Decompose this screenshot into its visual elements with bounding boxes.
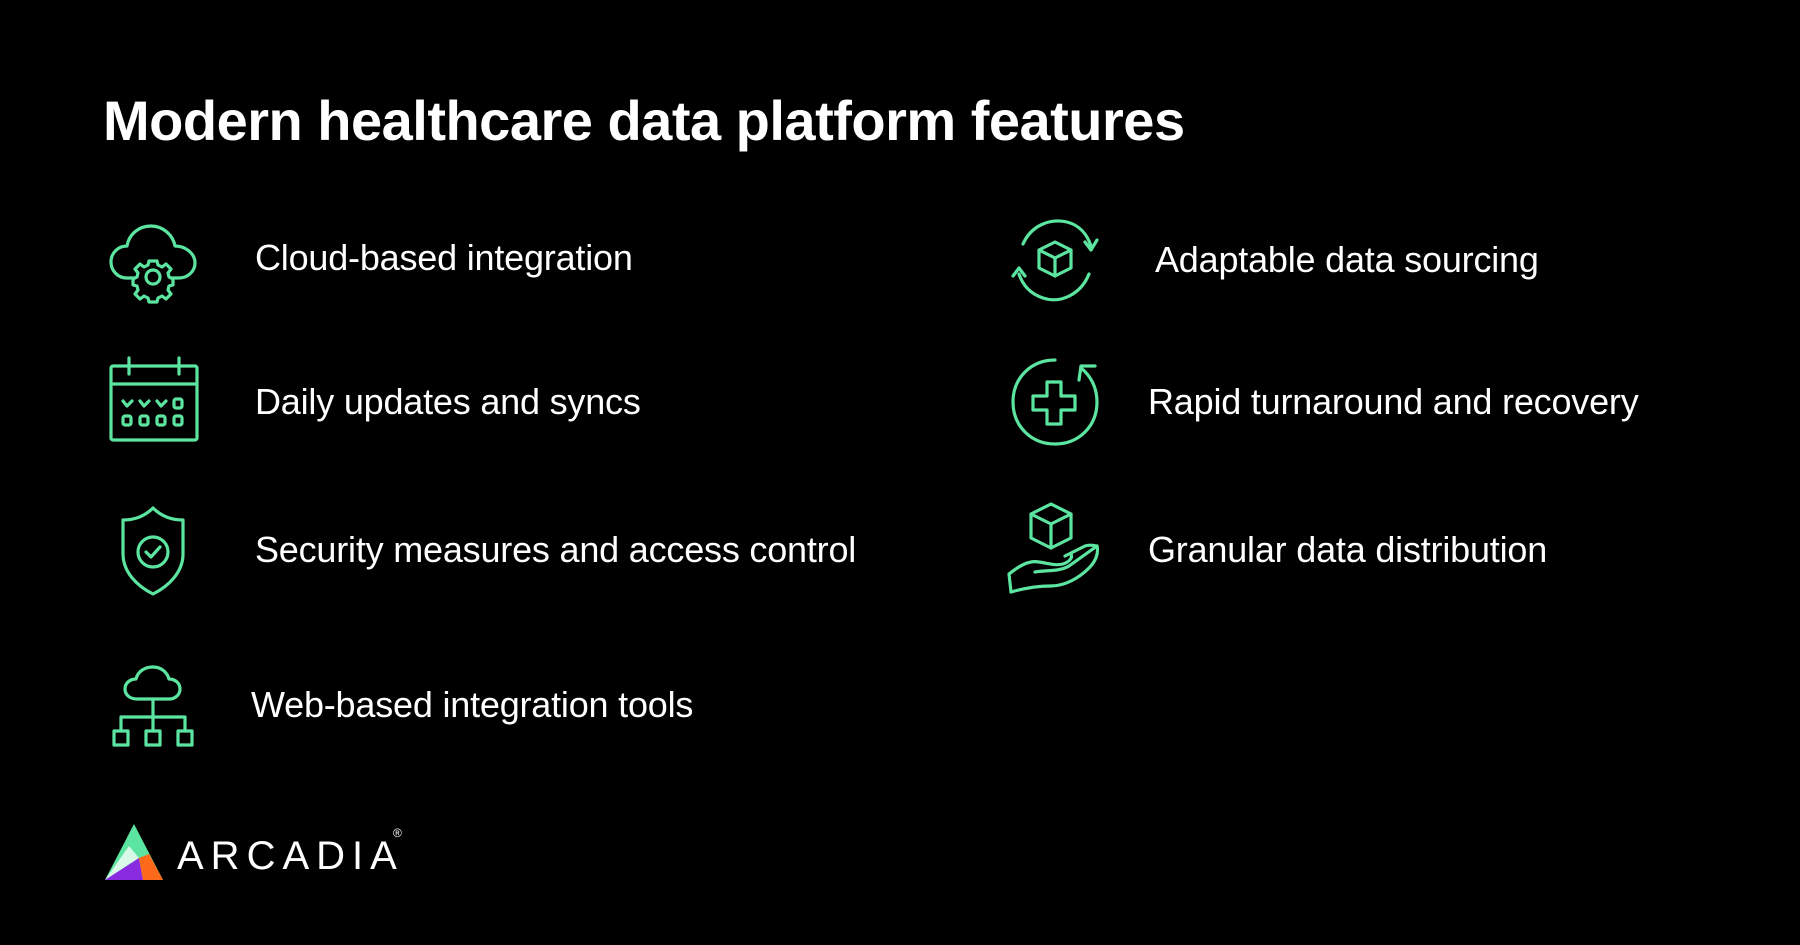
feature-label: Daily updates and syncs (255, 381, 641, 422)
feature-label: Adaptable data sourcing (1155, 239, 1539, 280)
shield-check-icon (103, 500, 203, 600)
feature-label: Security measures and access control (255, 529, 857, 570)
feature-granular-distribution: Granular data distribution (1005, 500, 1705, 600)
feature-web-based-tools: Web-based integration tools (103, 655, 803, 755)
feature-label: Granular data distribution (1148, 529, 1548, 570)
cloud-gear-icon (103, 208, 203, 308)
feature-rapid-recovery: Rapid turnaround and recovery (1005, 352, 1765, 452)
cloud-network-icon (103, 655, 203, 755)
medical-cross-refresh-icon (1005, 352, 1105, 452)
hand-cube-icon (1005, 500, 1105, 600)
arcadia-triangle-icon (105, 824, 163, 880)
feature-security: Security measures and access control (103, 500, 903, 600)
feature-cloud-based-integration: Cloud-based integration (103, 208, 803, 308)
feature-daily-updates: Daily updates and syncs (103, 352, 803, 452)
cube-cycle-icon (1005, 210, 1105, 310)
feature-label: Web-based integration tools (251, 684, 694, 725)
calendar-check-icon (103, 352, 203, 452)
registered-mark: ® (393, 826, 402, 840)
feature-adaptable-sourcing: Adaptable data sourcing (1005, 210, 1705, 310)
arcadia-logo: ARCADIA ® (103, 822, 423, 884)
page-title: Modern healthcare data platform features (103, 89, 1185, 152)
feature-label: Rapid turnaround and recovery (1148, 381, 1639, 422)
logo-wordmark: ARCADIA (177, 834, 404, 878)
feature-label: Cloud-based integration (255, 237, 633, 278)
